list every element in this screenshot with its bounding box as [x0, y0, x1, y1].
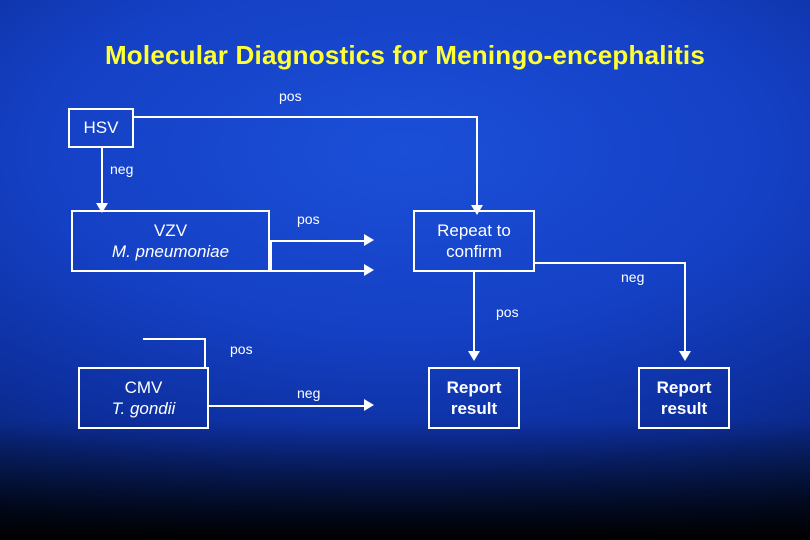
edge-repeat-neg-horizontal	[535, 262, 686, 264]
arrow-hsv-neg-to-vzv	[96, 203, 108, 213]
node-mpneumoniae-label: M. pneumoniae	[111, 242, 230, 261]
edge-label-hsv-pos: pos	[279, 88, 302, 104]
edge-hsv-neg-vertical	[101, 148, 103, 206]
arrow-cmv-neg-to-report	[364, 399, 374, 411]
edge-cmv-neg-horizontal	[209, 405, 366, 407]
arrow-repeat-pos-to-report	[468, 351, 480, 361]
node-hsv[interactable]: HSV	[68, 108, 134, 148]
node-report-center-line2: result	[450, 399, 498, 418]
node-report-result-center[interactable]: Report result	[428, 367, 520, 429]
node-cmv-tgondii[interactable]: CMV T. gondii	[78, 367, 209, 429]
node-report-result-right[interactable]: Report result	[638, 367, 730, 429]
edge-vzv-pos-horizontal	[270, 240, 366, 242]
edge-label-repeat-pos: pos	[496, 304, 519, 320]
arrow-repeat-neg-to-report	[679, 351, 691, 361]
edge-label-cmv-neg: neg	[297, 385, 321, 401]
edge-vzv-neg-vertical	[270, 240, 272, 272]
edge-repeat-neg-vertical	[684, 262, 686, 354]
edge-label-repeat-neg: neg	[621, 269, 645, 285]
node-report-center-line1: Report	[446, 377, 502, 397]
node-hsv-label: HSV	[83, 118, 119, 138]
node-report-right-line2: result	[660, 399, 708, 418]
node-repeat-to-confirm[interactable]: Repeat to confirm	[413, 210, 535, 272]
edge-cmv-branch-horizontal	[143, 338, 204, 340]
arrow-vzv-pos-to-repeat	[364, 234, 374, 246]
edge-hsv-pos-horizontal	[134, 116, 478, 118]
node-tgondii-label: T. gondii	[111, 399, 176, 418]
node-vzv-mpneumoniae[interactable]: VZV M. pneumoniae	[71, 210, 270, 272]
node-vzv-label: VZV	[153, 220, 188, 240]
arrow-vzv-neg-branch	[364, 264, 374, 276]
edge-label-cmv-branch-pos: pos	[230, 341, 253, 357]
page-title: Molecular Diagnostics for Meningo-enceph…	[104, 40, 706, 70]
node-repeat-line1: Repeat to	[437, 220, 511, 240]
edge-label-vzv-pos: pos	[297, 211, 320, 227]
edge-vzv-neg-horizontal	[270, 270, 366, 272]
edge-label-hsv-neg: neg	[110, 161, 134, 177]
node-cmv-label: CMV	[124, 377, 163, 397]
edge-cmv-branch-vertical	[204, 338, 206, 368]
edge-hsv-pos-vertical	[476, 116, 478, 208]
edge-repeat-pos-vertical	[473, 272, 475, 354]
node-report-right-line1: Report	[656, 377, 712, 397]
node-repeat-line2: confirm	[446, 242, 502, 261]
